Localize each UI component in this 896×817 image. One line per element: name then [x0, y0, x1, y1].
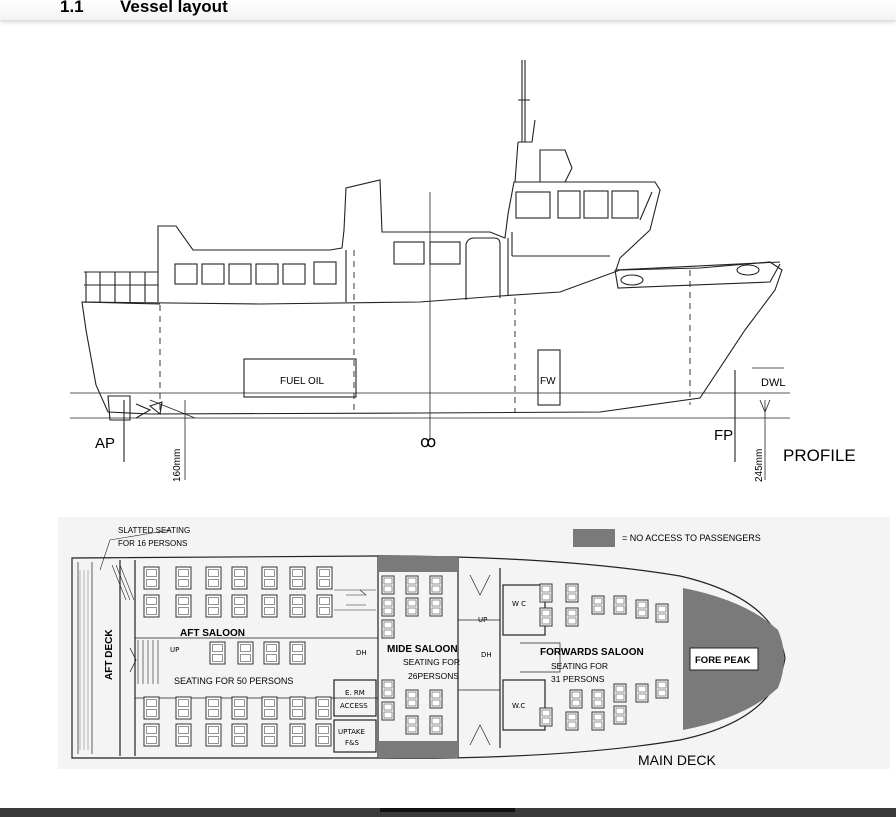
section-heading: 1.1 Vessel layout	[60, 0, 228, 17]
aft-deck-label: AFT DECK	[104, 629, 115, 680]
up-right-label: UP	[478, 616, 487, 624]
fresh-water-tank	[537, 349, 561, 406]
page-indicator	[380, 808, 515, 812]
mide-saloon-label: MIDE SALOON	[387, 644, 458, 655]
mide-seating-label-1: SEATING FOR	[403, 657, 460, 667]
slatted-label-1: SLATTED SEATING	[118, 526, 190, 535]
midship-symbol: ꝏ	[420, 434, 436, 451]
mast	[514, 60, 573, 183]
section-title: Vessel layout	[120, 0, 228, 16]
fuel-oil-tank	[243, 358, 357, 398]
aft-saloon-label: AFT SALOON	[180, 628, 245, 639]
legend-text: = NO ACCESS TO PASSENGERS	[622, 533, 761, 543]
dh-left-label: DH	[356, 649, 367, 657]
aft-railing	[84, 271, 158, 302]
bulwark-line	[81, 261, 781, 305]
aft-seating-label: SEATING FOR 50 PERSONS	[174, 676, 293, 686]
main-deck-title: MAIN DECK	[638, 752, 716, 768]
deck-outline	[71, 555, 786, 759]
superstructure	[157, 179, 661, 302]
document-footer-bar	[0, 808, 896, 817]
dwl-label: DWL	[761, 377, 785, 389]
profile-title: PROFILE	[783, 446, 856, 465]
rudder	[107, 395, 163, 421]
forwards-saloon-label: FORWARDS SALOON	[540, 647, 644, 658]
hull-outline	[81, 261, 783, 415]
profile-view	[70, 60, 790, 480]
slatted-label-2: FOR 16 PERSONS	[118, 539, 187, 548]
fwd-seating-label-1: SEATING FOR	[551, 661, 608, 671]
fore-peak-box	[689, 647, 759, 671]
document-header-bar: 1.1 Vessel layout	[0, 0, 896, 20]
fore-bulwark	[614, 263, 781, 289]
fp-label: FP	[714, 427, 733, 444]
wc-bottom-label: W.C	[512, 702, 525, 710]
deck-plan	[71, 529, 786, 759]
section-number: 1.1	[60, 0, 84, 16]
fw-label: FW	[540, 376, 556, 387]
uptake-label-1: UPTAKE	[338, 728, 365, 736]
fuel-oil-label: FUEL OIL	[280, 376, 325, 387]
legend-swatch	[573, 529, 615, 547]
aft-draft-label: 160mm	[172, 449, 183, 482]
fwd-seating-label-2: 31 PERSONS	[551, 674, 605, 684]
fwd-draft-label: 245mm	[754, 449, 765, 482]
er-access-label-2: ACCESS	[340, 702, 368, 710]
no-access-bottom	[378, 741, 458, 758]
uptake-label-2: F&S	[345, 739, 359, 747]
er-access-label-1: E. RM	[345, 689, 365, 697]
wc-top-label: W C	[512, 600, 526, 608]
ap-label: AP	[95, 435, 115, 452]
dh-right-label: DH	[481, 651, 492, 659]
fore-peak-label: FORE PEAK	[695, 655, 751, 666]
up-left-label: UP	[170, 646, 179, 654]
no-access-top	[378, 556, 458, 572]
mide-seating-label-2: 26PERSONS	[408, 671, 459, 681]
